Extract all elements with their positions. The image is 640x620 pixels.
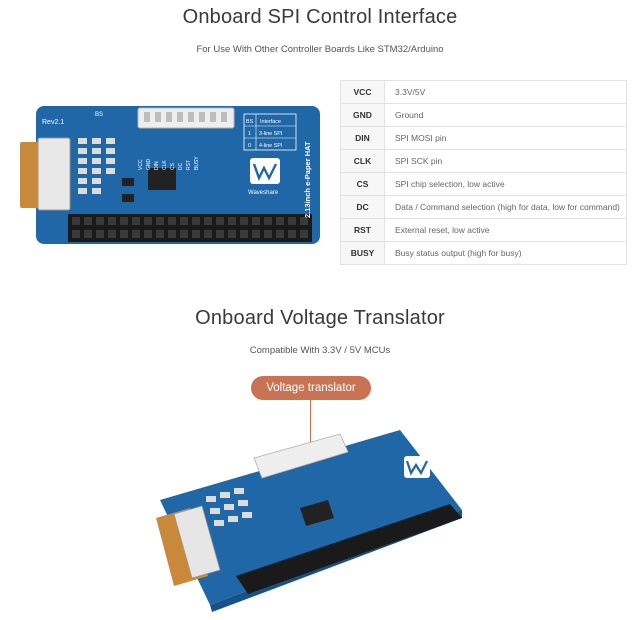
section-title-translator: Onboard Voltage Translator bbox=[195, 307, 445, 329]
pin-name: VCC bbox=[340, 80, 385, 104]
pin-desc: Busy status output (high for busy) bbox=[384, 241, 627, 265]
fpc-connector-icon bbox=[173, 505, 221, 579]
pin-name: CS bbox=[340, 172, 385, 196]
silk-pin-vcc: VCC bbox=[138, 159, 144, 170]
silk-pin-clk: CLK bbox=[162, 160, 168, 170]
silk-pin-cs: CS bbox=[170, 162, 176, 170]
pin-name: RST bbox=[340, 218, 385, 242]
pin-desc: Data / Command selection (high for data,… bbox=[384, 195, 627, 219]
section-subtitle-translator: Compatible With 3.3V / 5V MCUs bbox=[249, 345, 391, 356]
gpio-header-icon bbox=[68, 214, 312, 242]
interface-mode1-val: 1 bbox=[248, 131, 251, 137]
silk-pin-dc: DC bbox=[178, 162, 184, 170]
epaper-hat-board-photo: Rev2.1 BS VCC GND DIN CLK CS DC RST BUSY… bbox=[20, 106, 320, 244]
board-revision: Rev2.1 bbox=[42, 119, 64, 126]
pin-name: BUSY bbox=[340, 241, 385, 265]
pin-desc: SPI MOSI pin bbox=[384, 126, 627, 150]
fpc-connector-icon bbox=[37, 137, 71, 211]
pin-desc: Ground bbox=[384, 103, 627, 127]
section-subtitle-spi: For Use With Other Controller Boards Lik… bbox=[196, 44, 444, 55]
level-shifter-chip-icon bbox=[148, 168, 176, 190]
pin-name: CLK bbox=[340, 149, 385, 173]
pin-name: GND bbox=[340, 103, 385, 127]
fpc-ribbon-icon bbox=[20, 142, 42, 208]
silk-pin-rst: RST bbox=[186, 160, 192, 170]
interface-bs-col: BS bbox=[246, 119, 254, 125]
interface-header: Interface bbox=[260, 119, 281, 125]
silk-pin-gnd: GND bbox=[146, 159, 152, 171]
section-title-spi: Onboard SPI Control Interface bbox=[182, 6, 458, 28]
gpio-header-icon bbox=[236, 504, 462, 594]
pin-name: DC bbox=[340, 195, 385, 219]
silk-pin-din: DIN bbox=[154, 161, 160, 170]
silk-pin-busy: BUSY bbox=[194, 156, 200, 170]
pin-desc: SPI SCK pin bbox=[384, 149, 627, 173]
pin-desc: 3.3V/5V bbox=[384, 80, 627, 104]
bs-switch-label: BS bbox=[95, 112, 103, 118]
pin-name: DIN bbox=[340, 126, 385, 150]
interface-mode0-val: 0 bbox=[248, 143, 251, 149]
callout-pointer-line bbox=[310, 400, 311, 442]
product-name-label: 2.13inch e-Paper HAT bbox=[303, 141, 312, 218]
pin-desc: External reset, low active bbox=[384, 218, 627, 242]
interface-mode0: 4-line SPI bbox=[259, 143, 282, 149]
level-shifter-chip-icon bbox=[300, 500, 334, 526]
spi-connector-icon bbox=[253, 433, 349, 479]
interface-table-box bbox=[243, 113, 297, 151]
spi-connector-icon bbox=[137, 107, 235, 129]
epaper-hat-board-angled-photo bbox=[156, 430, 462, 612]
pin-desc: SPI chip selection, low active bbox=[384, 172, 627, 196]
brand-label: Waveshare bbox=[248, 190, 279, 196]
interface-mode1: 3-line SPI bbox=[259, 131, 282, 137]
voltage-translator-callout: Voltage translator bbox=[251, 376, 371, 400]
